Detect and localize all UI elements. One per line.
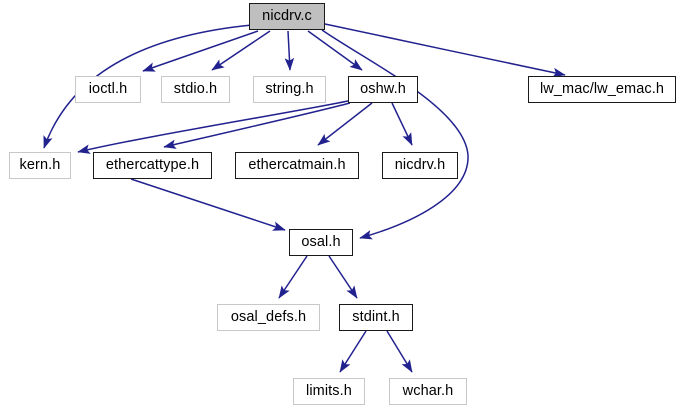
graph-node-label: osal_defs.h (230, 309, 307, 326)
graph-edge-nicdrv_c-to-ioctl_h (142, 30, 259, 72)
graph-node-wchar_h[interactable]: wchar.h (389, 378, 467, 405)
graph-edge-oshw_h-to-nicdrv_h (391, 102, 413, 146)
graph-node-stdint_h[interactable]: stdint.h (339, 304, 413, 331)
graph-node-ethercattype_h[interactable]: ethercattype.h (93, 152, 212, 179)
graph-node-label: limits.h (306, 383, 352, 400)
graph-node-stdio_h[interactable]: stdio.h (161, 76, 230, 103)
graph-edge-stdint_h-to-wchar_h (386, 330, 413, 373)
graph-node-label: ethercattype.h (105, 157, 200, 174)
graph-node-label: stdio.h (173, 81, 218, 98)
graph-edge-osal_h-to-osal_defs_h (278, 255, 308, 299)
graph-node-kern_h[interactable]: kern.h (9, 152, 71, 179)
graph-node-label: ethercatmain.h (248, 157, 346, 174)
graph-node-label: nicdrv.c (262, 8, 312, 25)
graph-node-osal_h[interactable]: osal.h (289, 229, 353, 256)
graph-edge-nicdrv_c-to-string_h (284, 30, 295, 71)
graph-node-label: lw_mac/lw_emac.h (539, 81, 665, 98)
graph-node-label: oshw.h (360, 81, 406, 98)
graph-edge-nicdrv_c-to-oshw_h (307, 30, 363, 71)
graph-node-ethercatmain_h[interactable]: ethercatmain.h (235, 152, 359, 179)
graph-edge-nicdrv_c-to-stdio_h (211, 30, 271, 71)
graph-node-nicdrv_h[interactable]: nicdrv.h (382, 152, 458, 179)
graph-node-nicdrv_c: nicdrv.c (249, 3, 325, 30)
graph-node-lw_emac_h[interactable]: lw_mac/lw_emac.h (528, 76, 676, 103)
graph-edge-nicdrv_c-to-lw_emac_h (324, 23, 566, 78)
graph-node-string_h[interactable]: string.h (253, 76, 326, 103)
graph-node-ioctl_h[interactable]: ioctl.h (75, 76, 141, 103)
graph-edge-osal_h-to-stdint_h (328, 255, 358, 299)
graph-edge-nicdrv_c-to-osal_h (321, 29, 469, 240)
graph-edge-ethercattype_h-to-osal_h (130, 178, 286, 231)
graph-node-label: stdint.h (352, 309, 400, 326)
graph-edge-oshw_h-to-kern_h (77, 100, 349, 154)
graph-edge-oshw_h-to-ethercatmain_h (317, 102, 373, 146)
edge-group (43, 23, 566, 373)
graph-node-label: string.h (265, 81, 314, 98)
graph-node-label: wchar.h (402, 383, 454, 400)
graph-node-osal_defs_h[interactable]: osal_defs.h (217, 304, 320, 331)
graph-edge-oshw_h-to-ethercattype_h (163, 102, 351, 149)
graph-node-label: ioctl.h (88, 81, 128, 98)
graph-edge-nicdrv_c-to-kern_h (43, 24, 253, 149)
graph-edge-stdint_h-to-limits_h (339, 330, 367, 373)
graph-node-label: nicdrv.h (394, 157, 446, 174)
graph-node-limits_h[interactable]: limits.h (293, 378, 365, 405)
graph-node-label: kern.h (19, 157, 61, 174)
graph-node-oshw_h[interactable]: oshw.h (348, 76, 418, 103)
graph-node-label: osal.h (301, 234, 341, 251)
